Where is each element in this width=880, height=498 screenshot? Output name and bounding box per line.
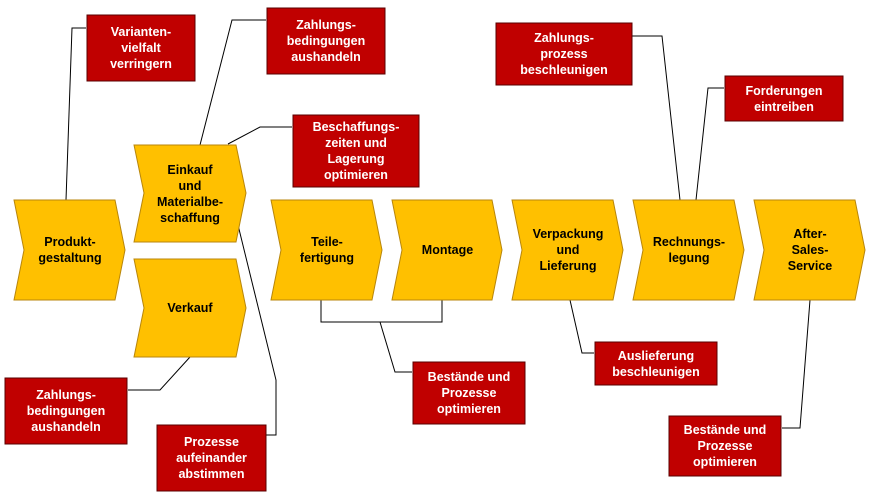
box-auslieferung <box>594 341 718 386</box>
step-label-montage: Montage <box>421 243 474 257</box>
lever-label-bestaende-fertigung: Bestände und Prozesse optimieren <box>427 370 511 416</box>
step-label-teilefertigung: Teile- fertigung <box>299 235 355 265</box>
step-label-after-sales: After- Sales- Service <box>787 227 833 273</box>
connector-variantenvielfalt <box>65 27 86 201</box>
connector-forderungen <box>695 87 724 201</box>
chevron-einkauf <box>133 144 247 243</box>
step-label-rechnungslegung: Rechnungs- legung <box>652 235 726 265</box>
chevron-teilefertigung <box>270 199 383 301</box>
step-label-verkauf: Verkauf <box>167 301 213 315</box>
step-label-einkauf: Einkauf und Materialbe- schaffung <box>157 162 223 225</box>
box-zahlungsprozess <box>495 22 633 86</box>
connector-zahlungsbedingungen-einkauf <box>199 19 266 146</box>
box-zahlungsbedingungen-verkauf <box>4 377 128 445</box>
lever-label-bestaende-service: Bestände und Prozesse optimieren <box>683 423 767 469</box>
box-beschaffungszeiten <box>292 114 420 188</box>
chevron-rechnungslegung <box>632 199 745 301</box>
box-forderungen <box>724 75 844 122</box>
connector-bestaende-fertigung <box>379 321 412 373</box>
lever-label-zahlungsprozess: Zahlungs- prozess beschleunigen <box>520 31 608 77</box>
chevron-montage <box>391 199 503 301</box>
lever-label-forderungen: Forderungen eintreiben <box>745 83 823 114</box>
connector-fertigung-bracket <box>320 300 443 323</box>
connector-zahlungsprozess <box>632 35 681 201</box>
box-bestaende-service <box>668 415 782 477</box>
lever-label-zahlungsbedingungen-verkauf: Zahlungs- bedingungen aushandeln <box>26 388 106 434</box>
chevron-verkauf <box>133 258 247 358</box>
box-prozesse-abstimmen <box>156 424 267 492</box>
chevron-produktgestaltung <box>13 199 126 301</box>
lever-label-variantenvielfalt: Varianten- vielfalt verringern <box>110 25 172 71</box>
connector-prozesse-abstimmen <box>237 224 277 436</box>
lever-label-prozesse-abstimmen: Prozesse aufeinander abstimmen <box>176 435 247 481</box>
step-label-verpackung: Verpackung und Lieferung <box>532 227 604 273</box>
box-variantenvielfalt <box>86 14 196 82</box>
connector-lines <box>65 19 811 436</box>
connector-zahlungsbedingungen-verkauf <box>128 356 191 391</box>
box-bestaende-fertigung <box>412 361 526 425</box>
chevron-after-sales <box>753 199 866 301</box>
connector-auslieferung <box>569 299 594 354</box>
step-label-produktgestaltung: Produkt- gestaltung <box>38 235 102 265</box>
box-zahlungsbedingungen-einkauf <box>266 7 386 75</box>
lever-label-auslieferung: Auslieferung beschleunigen <box>612 348 700 379</box>
connector-bestaende-service <box>782 299 811 429</box>
lever-label-zahlungsbedingungen-einkauf: Zahlungs- bedingungen aushandeln <box>286 18 366 64</box>
chevron-verpackung <box>511 199 624 301</box>
lever-boxes <box>4 7 844 492</box>
connector-beschaffungszeiten <box>227 126 292 145</box>
process-chevrons <box>13 144 866 358</box>
lever-label-beschaffungszeiten: Beschaffungs- zeiten und Lagerung optimi… <box>312 120 400 182</box>
